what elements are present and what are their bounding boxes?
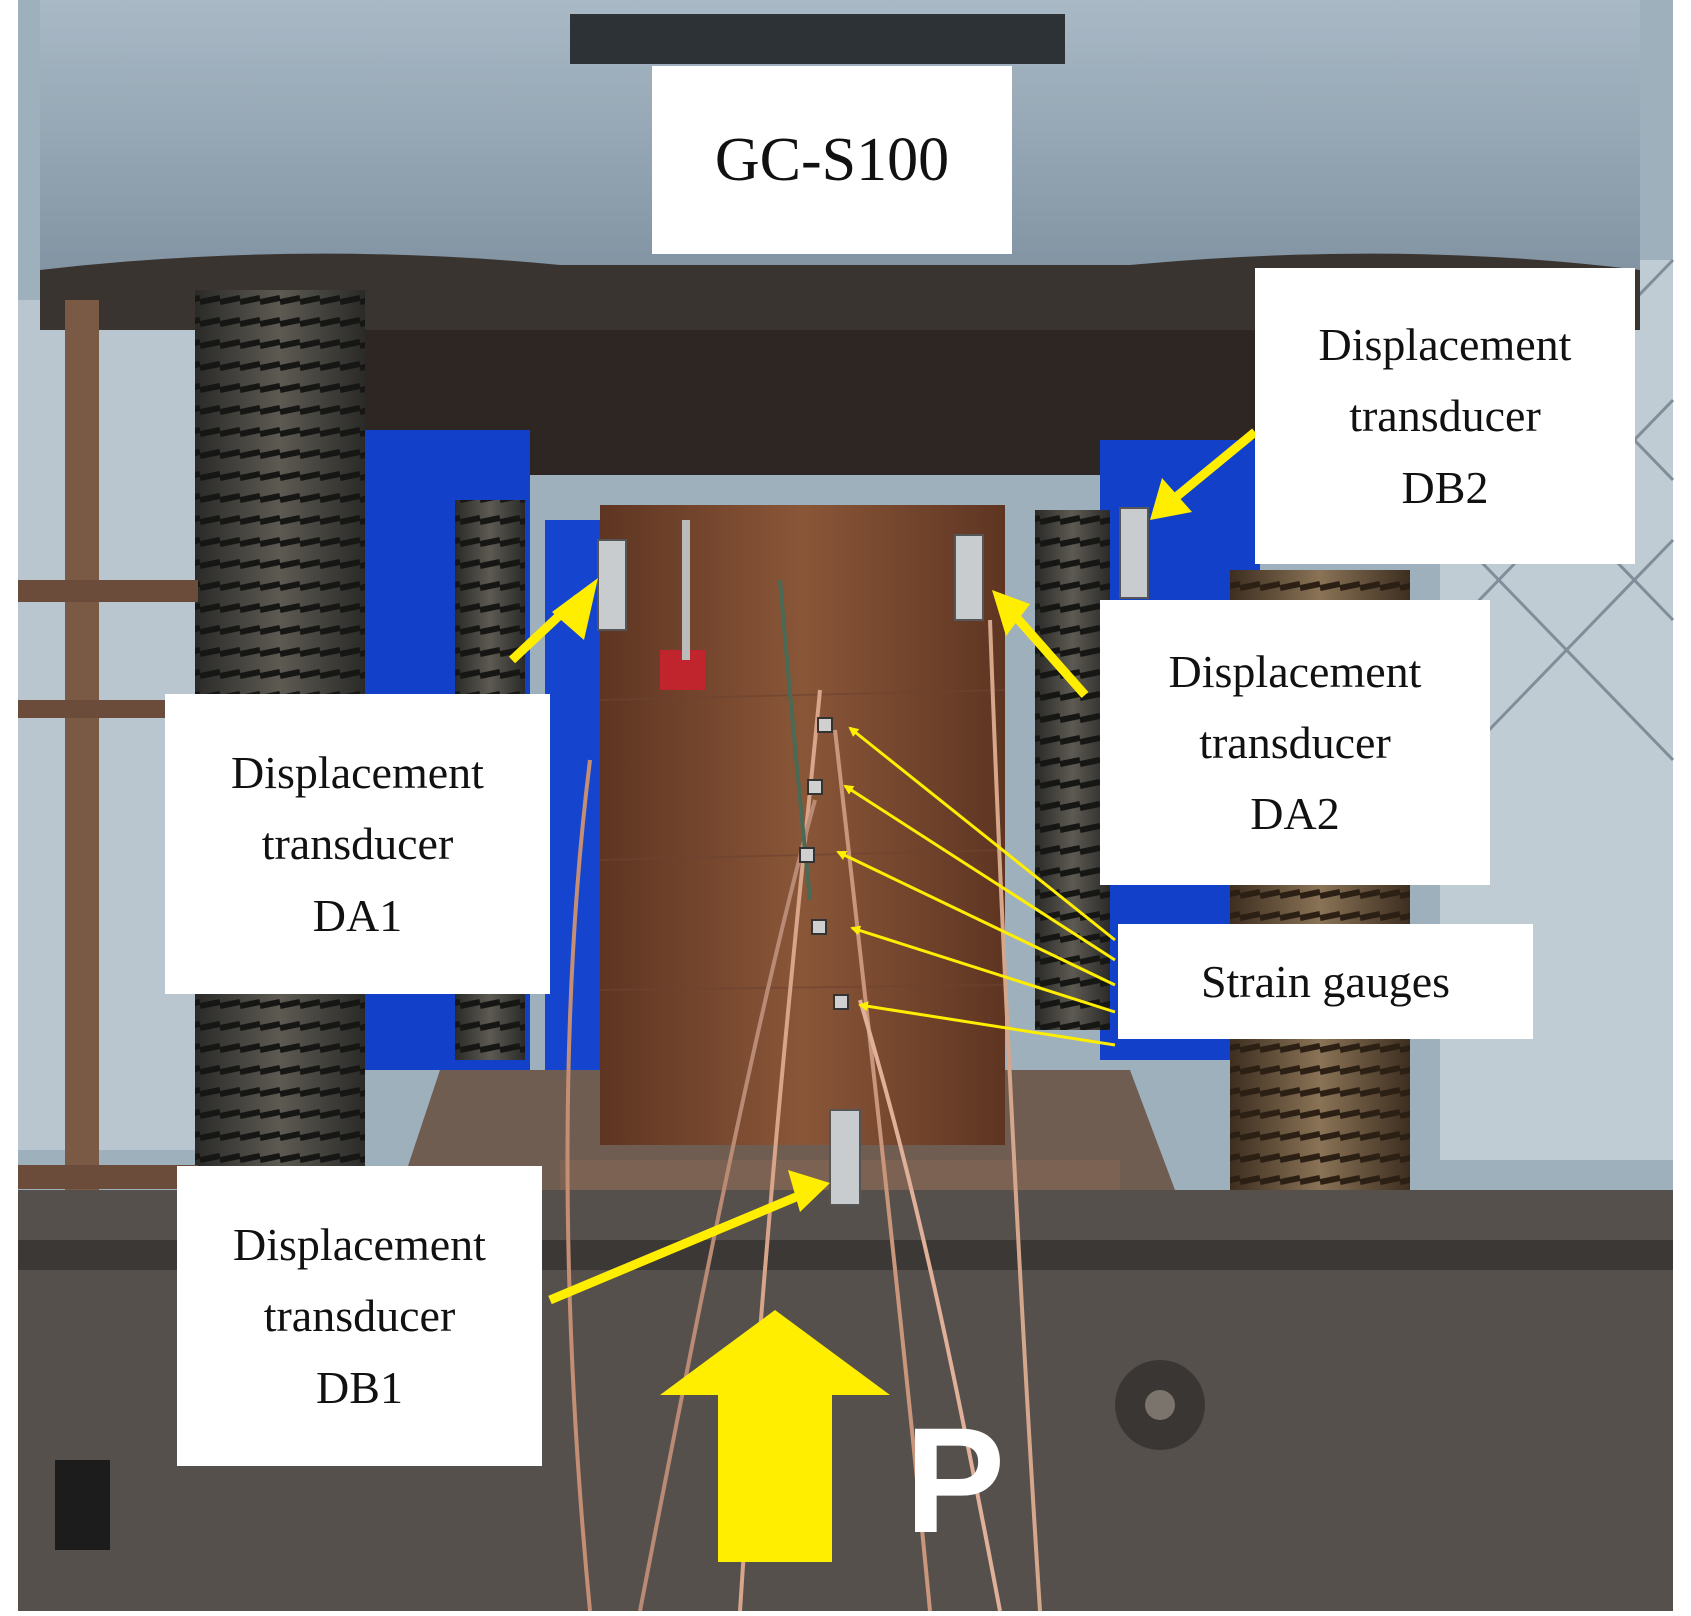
load-symbol: P bbox=[905, 1396, 1006, 1564]
label-da1-line2: transducer bbox=[261, 818, 454, 870]
transducer-db1 bbox=[829, 1109, 861, 1206]
label-strain-gauges: Strain gauges bbox=[1118, 924, 1533, 1039]
label-db2-line1: Displacement bbox=[1318, 319, 1572, 371]
transducer-da1 bbox=[597, 539, 627, 631]
label-db1-line1: Displacement bbox=[233, 1219, 486, 1271]
transducer-da2 bbox=[954, 534, 984, 621]
label-db1-line2: transducer bbox=[263, 1290, 456, 1342]
label-db2-line3: DB2 bbox=[1401, 461, 1489, 513]
machine-label-text: GC-S100 bbox=[714, 125, 950, 194]
label-da2-line3: DA2 bbox=[1250, 788, 1340, 840]
label-da1-line1: Displacement bbox=[231, 747, 484, 799]
strain-gauge-points bbox=[799, 717, 849, 1010]
label-da2-line1: Displacement bbox=[1168, 645, 1422, 697]
strain-gauge-arrows bbox=[836, 726, 1116, 1047]
transducer-db2 bbox=[1119, 507, 1149, 599]
upper-platen-rim bbox=[40, 253, 1640, 330]
label-db2: Displacement transducer DB2 bbox=[1255, 268, 1635, 564]
label-da2: Displacement transducer DA2 bbox=[1100, 600, 1490, 885]
label-db1-line3: DB1 bbox=[316, 1361, 403, 1413]
name-plate bbox=[570, 14, 1065, 64]
label-da1: Displacement transducer DA1 bbox=[165, 694, 550, 994]
machine-label: GC-S100 bbox=[652, 66, 1012, 254]
label-db1: Displacement transducer DB1 bbox=[177, 1166, 542, 1466]
load-arrow bbox=[660, 1310, 890, 1562]
label-da2-line2: transducer bbox=[1199, 716, 1391, 768]
label-strain-gauges-text: Strain gauges bbox=[1200, 955, 1451, 1007]
label-da1-line3: DA1 bbox=[312, 889, 403, 941]
label-db2-line2: transducer bbox=[1349, 390, 1541, 442]
